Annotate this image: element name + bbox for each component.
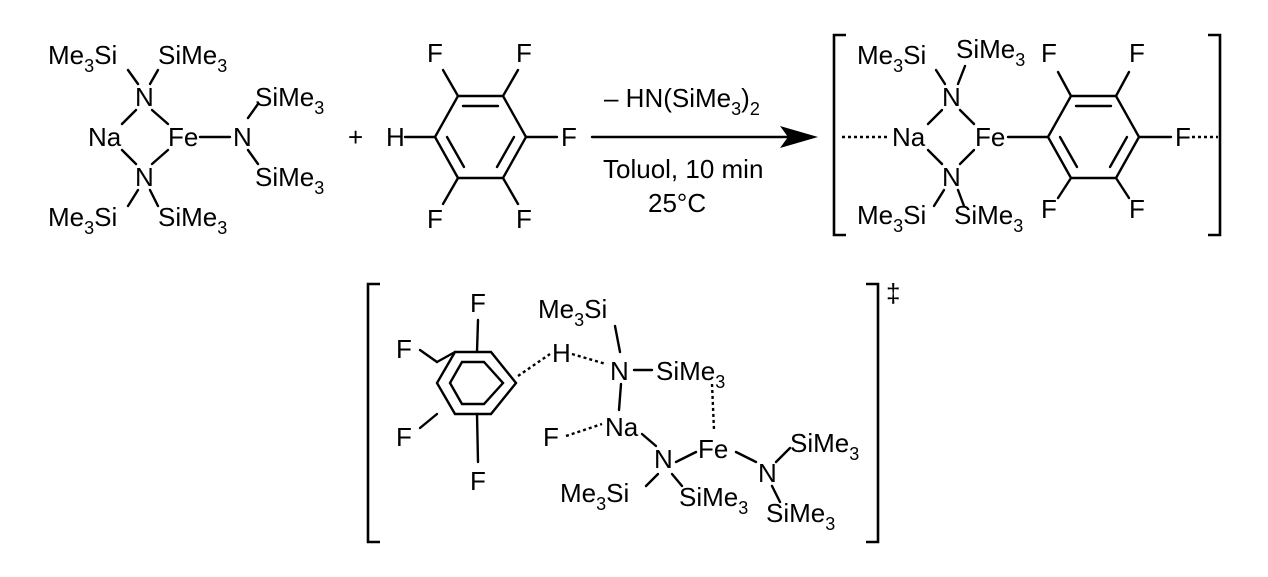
reactant-pentafluorobenzene: H F F F F F [386, 38, 577, 234]
fluorine-atom: F [1041, 194, 1057, 224]
c6f5-ring [418, 318, 518, 464]
me3si-label: Me3Si [48, 202, 117, 238]
bracket-right [866, 282, 880, 544]
sime3-label: SiMe3 [954, 200, 1023, 236]
fluorine-atom: F [396, 422, 412, 452]
nitrogen-atom: N [135, 162, 154, 192]
iron-atom: Fe [698, 434, 728, 464]
bonds [842, 64, 1050, 208]
iron-atom: Fe [975, 122, 1005, 152]
nitrogen-atom: N [758, 458, 777, 488]
sime3-label: SiMe3 [255, 82, 324, 118]
fluorine-atom: F [561, 122, 577, 152]
byproduct-label: – HN(SiMe3)2 [604, 83, 760, 119]
product-polymer: Me3Si SiMe3 N Na Fe N Me3Si SiMe3 F F F … [832, 33, 1222, 237]
me3si-label: Me3Si [48, 40, 117, 76]
sime3-label: SiMe3 [679, 482, 748, 518]
nitrogen-atom: N [233, 122, 252, 152]
bonds [517, 324, 792, 504]
transition-state-dagger: ‡ [886, 278, 900, 308]
fluorine-atom: F [396, 334, 412, 364]
sime3-label: SiMe3 [158, 202, 227, 238]
hydrogen-atom: H [386, 122, 405, 152]
conditions-temperature: 25°C [648, 188, 706, 218]
transition-state: ‡ F F F F F H Me3Si N SiMe3 Na N Me3Si S… [366, 278, 900, 544]
nitrogen-atom: N [942, 162, 961, 192]
sime3-label: SiMe3 [158, 40, 227, 76]
fluorine-atom: F [470, 288, 486, 318]
me3si-label: Me3Si [538, 294, 607, 330]
sime3-label: SiMe3 [956, 34, 1025, 70]
nitrogen-atom: N [610, 356, 629, 386]
sime3-label: SiMe3 [766, 498, 835, 534]
fluorine-atom: F [470, 466, 486, 496]
fluorine-atom: F [1129, 38, 1145, 68]
sodium-atom: Na [88, 122, 122, 152]
me3si-label: Me3Si [560, 478, 629, 514]
bracket-left [832, 33, 846, 237]
sime3-label: SiMe3 [656, 356, 725, 392]
sime3-label: SiMe3 [790, 428, 859, 464]
plus-sign: + [348, 122, 363, 152]
sodium-atom: Na [892, 122, 926, 152]
me3si-label: Me3Si [857, 200, 926, 236]
bracket-right [1208, 33, 1222, 237]
bonds [120, 68, 260, 208]
fluorine-atom: F [516, 204, 532, 234]
nitrogen-atom: N [654, 444, 673, 474]
benzene-ring [403, 68, 559, 206]
fluorine-atom: F [1041, 38, 1057, 68]
fluorine-atom: F [543, 422, 559, 452]
fluorine-atom: F [427, 204, 443, 234]
reactant-sodium-ferrate: Me3Si SiMe3 N Na Fe N SiMe3 SiMe3 N Me3S… [48, 40, 324, 238]
bracket-left [366, 282, 380, 544]
reaction-arrow: – HN(SiMe3)2 Toluol, 10 min 25°C [590, 83, 818, 218]
conditions-solvent-time: Toluol, 10 min [603, 154, 763, 184]
hydrogen-atom: H [552, 338, 571, 368]
fluorine-atom: F [1175, 122, 1191, 152]
nitrogen-atom: N [942, 82, 961, 112]
c6f4-ring [1046, 70, 1218, 200]
fluorine-atom: F [1129, 194, 1145, 224]
fluorine-atom: F [516, 38, 532, 68]
fluorine-atom: F [427, 38, 443, 68]
iron-atom: Fe [168, 122, 198, 152]
sime3-label: SiMe3 [255, 162, 324, 198]
sodium-atom: Na [605, 412, 639, 442]
nitrogen-atom: N [135, 82, 154, 112]
me3si-label: Me3Si [857, 40, 926, 76]
